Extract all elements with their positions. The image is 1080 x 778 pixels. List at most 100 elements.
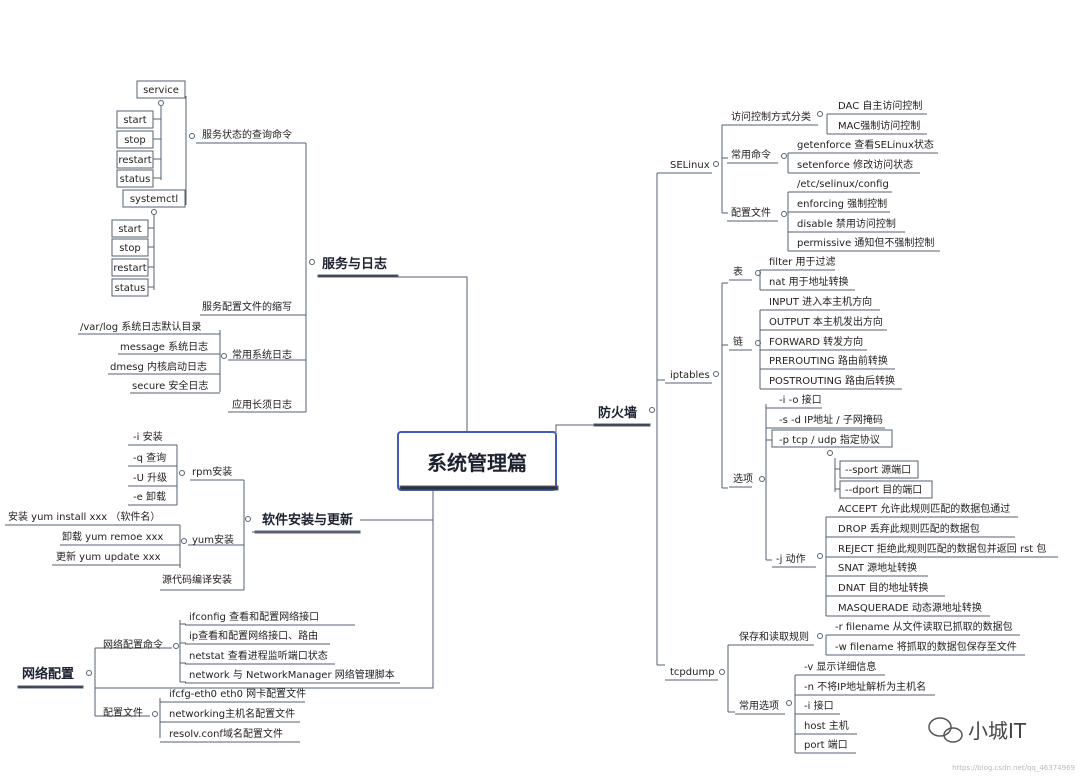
- iptables-action-item-1: DROP 丢弃此规则匹配的数据包: [838, 522, 980, 535]
- systemctl-item-0: start: [118, 224, 141, 235]
- systemctl-box: systemctl: [130, 194, 178, 205]
- item-box: [111, 278, 149, 297]
- service-item-2: restart: [118, 155, 151, 166]
- common-log-item-0: /var/log 系统日志默认目录: [80, 320, 201, 333]
- selinux-command-item-0: getenforce 查看SELinux状态: [797, 138, 934, 151]
- network-command-item-2: netstat 查看进程监听端口状态: [189, 649, 328, 662]
- access-control-node: 访问控制方式分类: [731, 110, 811, 123]
- service-item-0: start: [123, 115, 146, 126]
- rpm-item-3: -e 卸载: [133, 490, 166, 503]
- source-compile-node: 源代码编译安装: [162, 573, 232, 586]
- tcpdump-option-item-2: -i 接口: [804, 699, 834, 712]
- collapse-toggle-icon[interactable]: [189, 133, 195, 139]
- branch-title-network: 网络配置: [22, 666, 74, 682]
- tcpdump-node: tcpdump: [670, 667, 715, 678]
- yum-item-0: 安装 yum install xxx （软件名）: [8, 510, 160, 523]
- item-box: [116, 169, 154, 188]
- collapse-toggle-icon[interactable]: [713, 371, 719, 377]
- connector-line: [360, 490, 434, 521]
- service-item-1: stop: [124, 135, 146, 146]
- iptables-action-node: -j 动作: [776, 553, 806, 565]
- collapse-toggle-icon[interactable]: [649, 407, 655, 413]
- item-box: [111, 219, 149, 238]
- collapse-toggle-icon[interactable]: [817, 553, 823, 559]
- csdn-watermark: https://blog.csdn.net/qq_46374969: [952, 764, 1075, 772]
- collapse-toggle-icon[interactable]: [713, 161, 719, 167]
- selinux-commands-node: 常用命令: [731, 148, 771, 161]
- rpm-node: rpm安装: [192, 465, 232, 478]
- service-item-3: status: [120, 174, 151, 185]
- item-box: [136, 80, 186, 99]
- selinux-config-node: 配置文件: [731, 206, 771, 219]
- branch-underline: [593, 423, 651, 427]
- status-query-node: 服务状态的查询命令: [202, 128, 292, 141]
- collapse-toggle-icon[interactable]: [181, 538, 187, 544]
- item-box: [116, 150, 154, 169]
- iptables-option-item-2: -p tcp / udp 指定协议: [779, 433, 880, 446]
- dac-mac-item-0: DAC 自主访问控制: [838, 99, 922, 112]
- common-log-item-1: message 系统日志: [120, 340, 208, 353]
- network-config-node: 配置文件: [103, 706, 143, 719]
- selinux-command-item-1: setenforce 修改访问状态: [797, 158, 913, 171]
- tcpdump-save-read-item-1: -w filename 将抓取的数据包保存至文件: [835, 640, 1017, 653]
- tcpdump-save-read-item-0: -r filename 从文件读取已抓取的数据包: [835, 620, 1013, 633]
- rpm-item-2: -U 升级: [133, 472, 167, 484]
- config-abbrev-node: 服务配置文件的缩写: [202, 300, 292, 313]
- collapse-toggle-icon[interactable]: [245, 516, 251, 522]
- collapse-toggle-icon[interactable]: [817, 111, 823, 117]
- network-command-item-1: ip查看和配置网络接口、路由: [189, 629, 318, 642]
- item-box: [122, 189, 186, 208]
- collapse-toggle-icon[interactable]: [781, 153, 787, 159]
- selinux-node: SELinux: [670, 160, 710, 171]
- collapse-toggle-icon[interactable]: [309, 259, 315, 265]
- iptables-table-node: 表: [733, 265, 743, 278]
- app-log-node: 应用长须日志: [232, 398, 292, 411]
- collapse-toggle-icon[interactable]: [759, 476, 765, 482]
- root-node-shadow: [399, 485, 559, 491]
- protocol-item-0: --sport 源端口: [845, 463, 911, 476]
- item-box: [839, 480, 933, 499]
- tcpdump-common-options-node: 常用选项: [739, 699, 779, 712]
- branch-underline: [17, 685, 84, 689]
- selinux-config-item-1: enforcing 强制控制: [797, 197, 887, 210]
- iptables-action-item-3: SNAT 源地址转换: [838, 561, 917, 574]
- wechat-icon: [928, 717, 963, 743]
- iptables-chain-item-3: PREROUTING 路由前转换: [769, 354, 888, 367]
- collapse-toggle-icon[interactable]: [152, 711, 158, 717]
- iptables-action-item-2: REJECT 拒绝此规则匹配的数据包并返回 rst 包: [838, 542, 1046, 555]
- iptables-node: iptables: [670, 370, 710, 381]
- collapse-toggle-icon[interactable]: [221, 353, 227, 359]
- tcpdump-option-item-4: port 端口: [804, 738, 848, 751]
- collapse-toggle-icon[interactable]: [781, 211, 787, 217]
- rpm-item-1: -q 查询: [133, 451, 166, 464]
- collapse-toggle-icon[interactable]: [86, 670, 92, 676]
- protocol-item-1: --dport 目的端口: [845, 483, 922, 496]
- iptables-chain-node: 链: [733, 335, 743, 348]
- network-config-item-1: networking主机名配置文件: [169, 707, 295, 720]
- tcpdump-option-item-1: -n 不将IP地址解析为主机名: [804, 680, 926, 693]
- systemctl-item-1: stop: [119, 243, 141, 254]
- common-logs-node: 常用系统日志: [232, 348, 292, 361]
- collapse-toggle-icon[interactable]: [151, 209, 157, 215]
- branch-title-service-log: 服务与日志: [322, 256, 387, 272]
- dac-mac-item-1: MAC强制访问控制: [838, 119, 920, 132]
- collapse-toggle-icon[interactable]: [173, 643, 179, 649]
- iptables-action-item-4: DNAT 目的地址转换: [838, 581, 929, 594]
- collapse-toggle-icon[interactable]: [817, 633, 823, 639]
- yum-item-2: 更新 yum update xxx: [56, 550, 161, 563]
- iptables-action-item-0: ACCEPT 允许此规则匹配的数据包通过: [838, 502, 1010, 515]
- collapse-toggle-icon[interactable]: [786, 700, 792, 706]
- item-box: [116, 110, 154, 129]
- iptables-option-item-0: -i -o 接口: [779, 393, 822, 406]
- collapse-toggle-icon[interactable]: [719, 669, 725, 675]
- logo-text: 小城IT: [968, 719, 1027, 743]
- collapse-toggle-icon[interactable]: [179, 470, 185, 476]
- network-command-item-3: network 与 NetworkManager 网络管理脚本: [189, 668, 395, 681]
- yum-node: yum安装: [192, 533, 234, 546]
- root-node-title: 系统管理篇: [427, 451, 527, 475]
- collapse-toggle-icon[interactable]: [158, 100, 164, 106]
- collapse-toggle-icon[interactable]: [827, 450, 833, 456]
- iptables-table-item-1: nat 用于地址转换: [769, 275, 849, 288]
- iptables-options-node: 选项: [733, 472, 753, 485]
